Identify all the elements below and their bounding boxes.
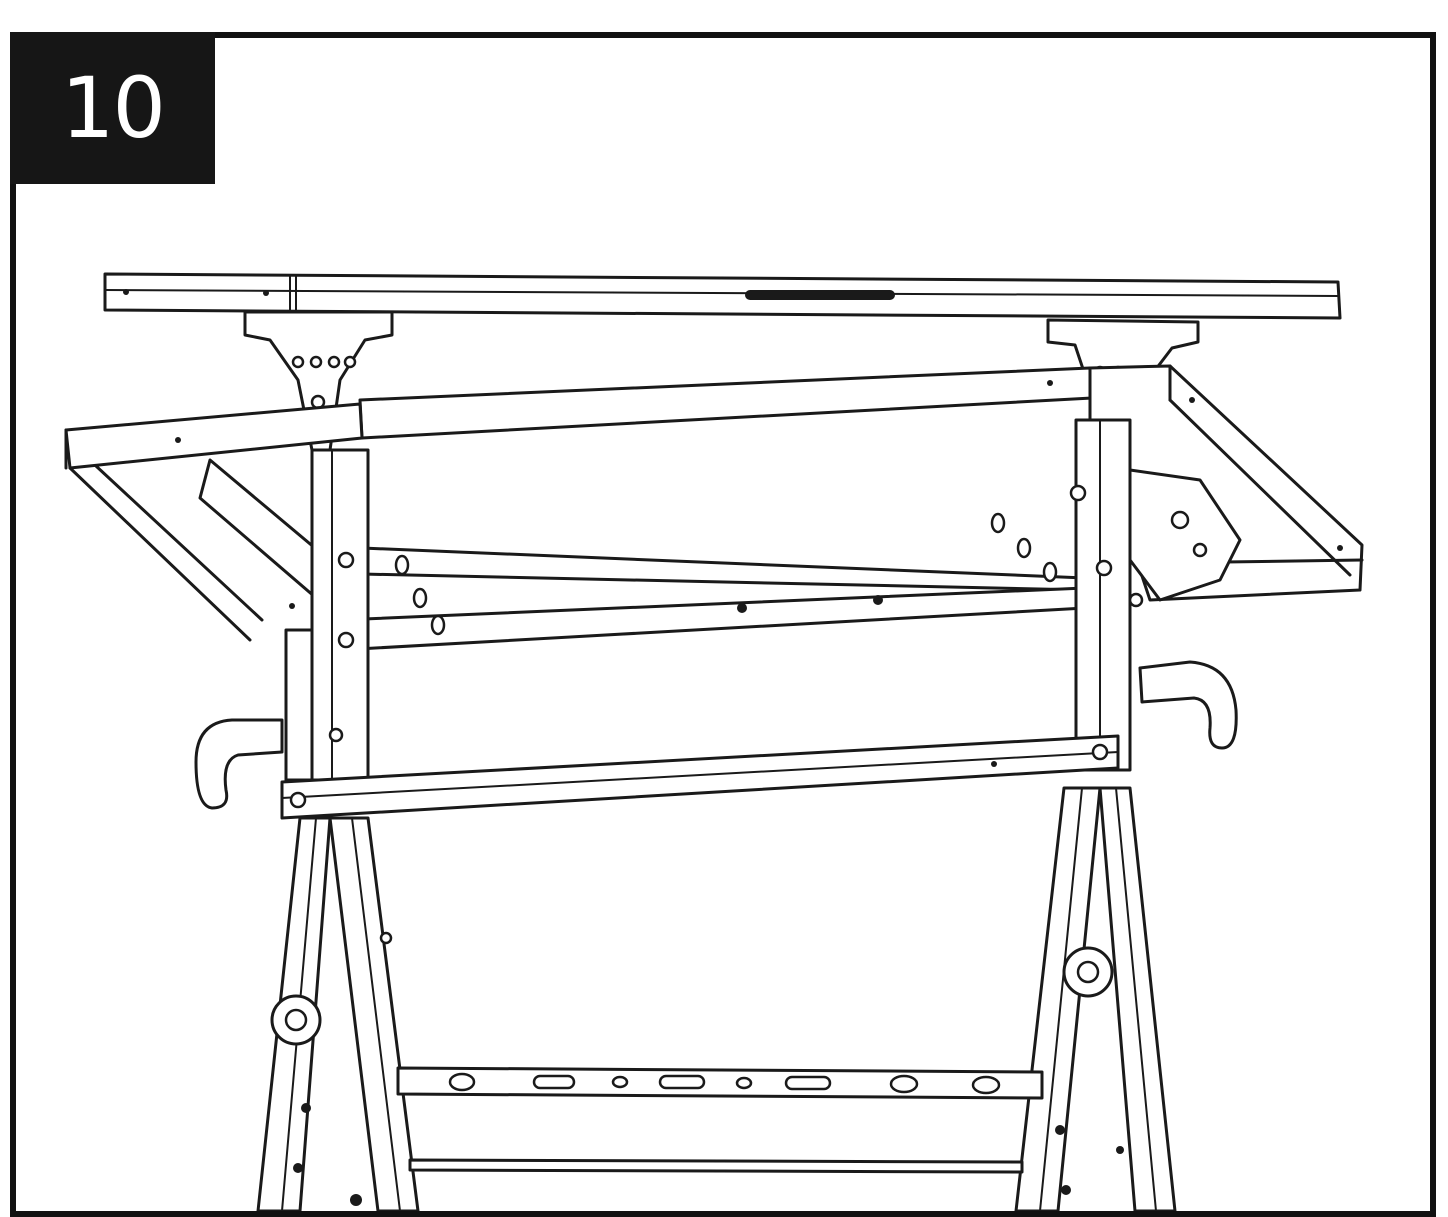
crossbar-middle-upper [360,546,1087,592]
clamp-handle-left [194,718,284,810]
adjustment-knob-right [1062,946,1114,998]
adjustment-knob-left [270,994,322,1046]
crossbar-middle-lower [338,586,1087,652]
bolt-set [394,512,1058,636]
legs-right [1014,786,1177,1211]
bottom-rail [408,1158,1024,1174]
right-post [1069,418,1144,772]
clamp-mechanism-right [1128,468,1242,602]
step-number-badge: 10 [10,32,215,184]
crossbar-lower [280,734,1120,820]
clamp-handle-right [1138,660,1238,750]
step-number: 10 [61,59,166,157]
workbench-top-board [103,272,1342,320]
leg-hardware [293,1103,1124,1206]
left-post [284,448,370,782]
rear-rail [358,366,1094,440]
bottom-stretcher [396,1066,1044,1100]
